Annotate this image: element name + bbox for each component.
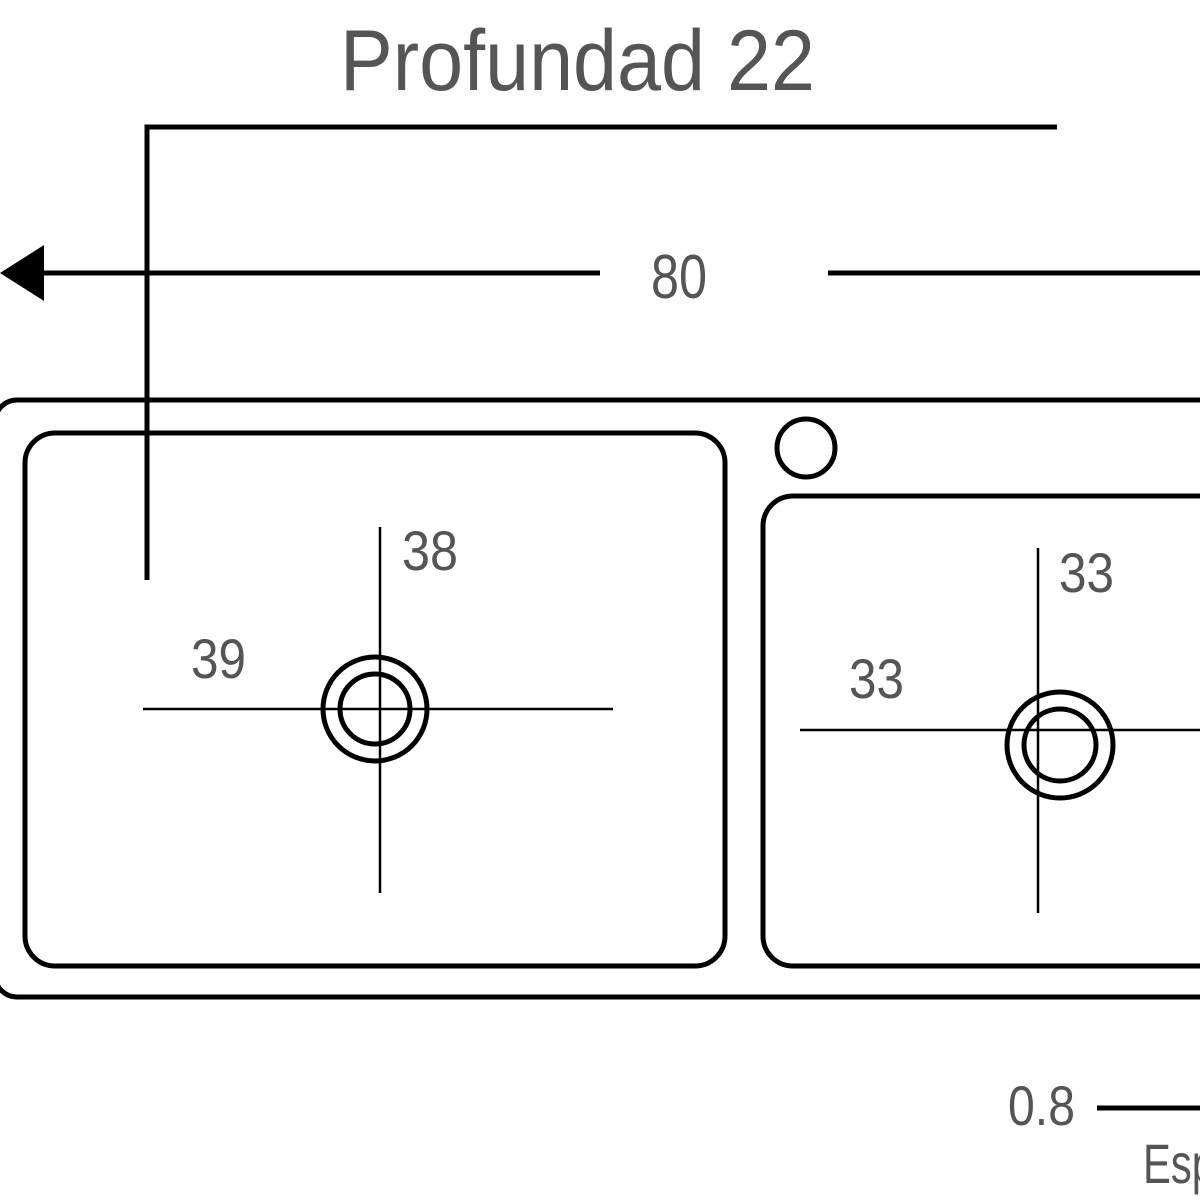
left-drain-inner <box>337 671 413 747</box>
faucet-hole <box>774 416 838 480</box>
right-drain-inner <box>1021 706 1099 784</box>
left-basin-height-label: 38 <box>402 519 458 582</box>
left-basin <box>22 430 728 969</box>
left-drain-outer <box>320 654 430 764</box>
countertop-outline <box>0 397 1200 1000</box>
right-basin <box>760 493 1200 969</box>
right-basin-height-label: 33 <box>1059 541 1114 604</box>
thickness-label: Esp <box>1143 1132 1200 1195</box>
right-basin-width-label: 33 <box>849 647 904 710</box>
arrow-left-icon <box>0 245 44 301</box>
thickness-value: 0.8 <box>1008 1074 1075 1137</box>
left-basin-width-label: 39 <box>191 627 246 690</box>
right-drain-outer <box>1004 689 1116 801</box>
width-label: 80 <box>651 243 707 312</box>
depth-title: Profundad 22 <box>340 13 815 109</box>
depth-bracket <box>144 124 1057 580</box>
